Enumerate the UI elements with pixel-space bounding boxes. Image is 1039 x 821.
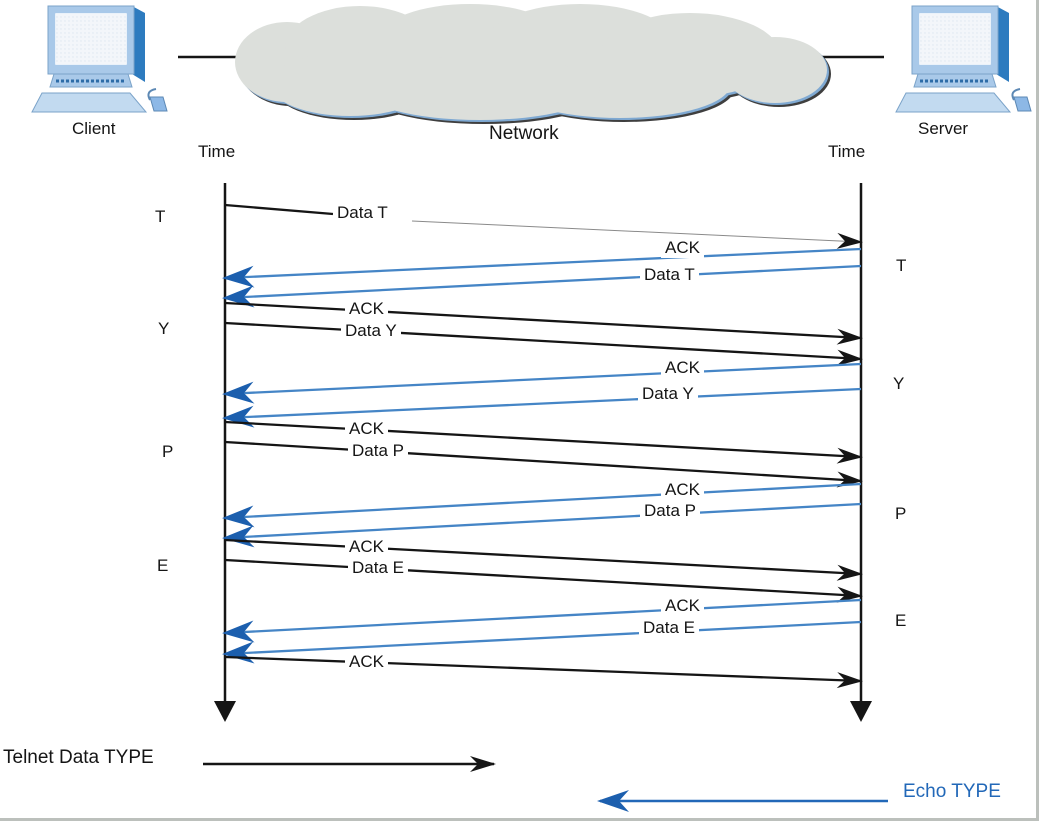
telnet-ack-arrow-p xyxy=(224,538,863,581)
client-keystroke-p: P xyxy=(162,442,174,461)
echo-data-arrow-p xyxy=(222,502,862,548)
message-label-ack-echo-p: ACK xyxy=(661,480,704,500)
message-label-ack-e: ACK xyxy=(345,652,388,672)
message-label-ack-echo-e: ACK xyxy=(661,596,704,616)
telnet-data-arrow-p xyxy=(224,440,863,488)
telnet-ack-arrow-t xyxy=(224,301,863,345)
message-label-ack-echo-y: ACK xyxy=(661,358,704,378)
message-label-ack-echo-t: ACK xyxy=(661,238,704,258)
client-computer-icon xyxy=(30,4,169,114)
echo-ack-arrow-t xyxy=(222,247,862,288)
legend-echo-label: Echo TYPE xyxy=(903,781,1001,802)
server-computer-icon xyxy=(894,4,1033,114)
server-echo-y: Y xyxy=(893,374,905,393)
message-label-ack-y: ACK xyxy=(345,419,388,439)
message-label-data-t: Data T xyxy=(333,203,392,223)
message-label-ack-t: ACK xyxy=(345,299,388,319)
telnet-ack-arrow-y xyxy=(224,420,863,464)
network-label: Network xyxy=(489,123,559,144)
message-label-echo-data-t: Data T xyxy=(640,265,699,285)
server-time-label: Time xyxy=(828,142,866,161)
echo-ack-arrow-p xyxy=(222,482,862,528)
client-timeline xyxy=(214,183,236,722)
server-timeline xyxy=(850,183,872,722)
message-label-data-p: Data P xyxy=(348,441,408,461)
message-label-data-e: Data E xyxy=(348,558,408,578)
echo-data-arrow-t xyxy=(222,264,862,308)
telnet-data-arrow-t xyxy=(411,220,863,249)
echo-data-arrow-y xyxy=(222,387,862,428)
client-keystroke-e: E xyxy=(157,556,169,575)
client-label: Client xyxy=(72,119,116,138)
telnet-data-arrow-y xyxy=(224,321,863,366)
network-cloud xyxy=(235,4,831,124)
telnet-ack-arrow-e xyxy=(224,655,863,689)
client-keystroke-y: Y xyxy=(158,319,170,338)
server-label: Server xyxy=(918,119,969,138)
message-label-data-y: Data Y xyxy=(341,321,401,341)
message-label-echo-data-p: Data P xyxy=(640,501,700,521)
echo-ack-arrow-e xyxy=(222,598,862,643)
message-label-echo-data-y: Data Y xyxy=(638,384,698,404)
echo-ack-arrow-y xyxy=(222,362,862,404)
client-time-label: Time xyxy=(198,142,236,161)
server-echo-e: E xyxy=(895,611,907,630)
message-label-ack-p: ACK xyxy=(345,537,388,557)
server-echo-p: P xyxy=(895,504,907,523)
legend-telnet-data-label: Telnet Data TYPE xyxy=(3,747,154,768)
telnet-data-arrow-t-lead xyxy=(224,203,334,216)
telnet-data-arrow-e xyxy=(224,558,863,603)
echo-data-arrow-e xyxy=(222,620,862,664)
server-echo-t: T xyxy=(896,256,907,275)
message-label-echo-data-e: Data E xyxy=(639,618,699,638)
client-keystroke-t: T xyxy=(155,207,166,226)
